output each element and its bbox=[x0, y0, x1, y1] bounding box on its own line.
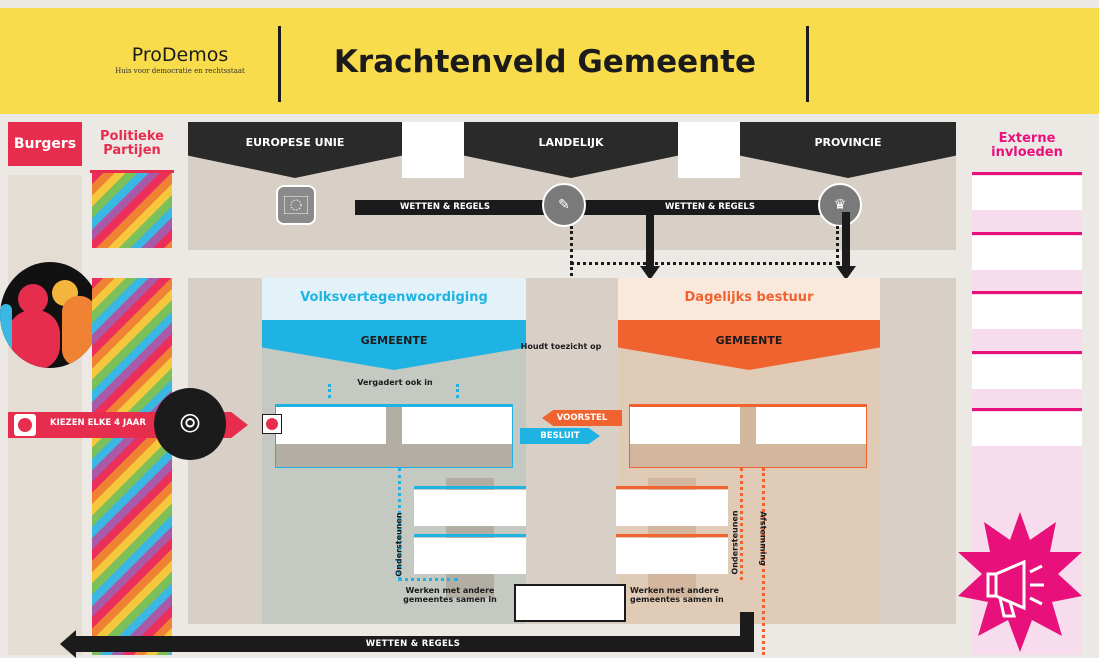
besluit-arrow: BESLUIT bbox=[520, 428, 600, 444]
samen-left-line2: gemeentes samen in bbox=[403, 595, 497, 605]
netherlands-map-icon: ✎ bbox=[542, 183, 586, 227]
column-partijen: Politieke Partijen bbox=[92, 130, 172, 157]
wetten-regels-label-1: WETTEN & REGELS bbox=[400, 202, 490, 212]
logo-text: ProDemos bbox=[131, 44, 229, 66]
column-burgers: Burgers bbox=[8, 122, 82, 166]
arrow-provincie-head bbox=[836, 266, 856, 280]
dagelijks-title: Dagelijks bestuur bbox=[684, 290, 814, 305]
committee-box-2[interactable] bbox=[414, 538, 526, 574]
header-divider-right bbox=[806, 26, 809, 102]
gemeente-raad-label: GEMEENTE bbox=[360, 334, 428, 347]
raad-top-line bbox=[275, 404, 513, 407]
ambt-line-2 bbox=[616, 534, 728, 537]
megaphone-icon bbox=[958, 512, 1082, 652]
levels-gap-1 bbox=[402, 122, 464, 178]
bottom-arrow-head bbox=[60, 630, 76, 658]
extern-line-2 bbox=[972, 291, 1082, 294]
partijen-underline bbox=[90, 170, 174, 173]
extern-gap-3 bbox=[972, 355, 1082, 389]
committee-line-1 bbox=[414, 486, 526, 489]
wetten-regels-label-2: WETTEN & REGELS bbox=[665, 202, 755, 212]
toezicht-dotted-v2 bbox=[836, 226, 839, 264]
samen-left: Werken met andere gemeentes samen in bbox=[390, 586, 510, 604]
extern-line-4 bbox=[972, 408, 1082, 411]
mayor-chain-icon: ⦾ bbox=[154, 388, 226, 460]
partijen-line1: Politieke bbox=[100, 129, 164, 144]
vergadert-label: Vergadert ook in bbox=[357, 378, 433, 387]
province-crest-icon: ♛ bbox=[818, 183, 862, 227]
partijen-stripes-top bbox=[92, 173, 172, 248]
ondersteunen-label-right: Ondersteunen bbox=[730, 510, 740, 575]
column-extern: Externe invloeden bbox=[972, 132, 1082, 159]
afstemming-dots bbox=[762, 468, 765, 655]
samenwerking-box[interactable] bbox=[514, 584, 626, 622]
ambt-box-2[interactable] bbox=[616, 538, 728, 574]
raad-box-right[interactable] bbox=[402, 406, 512, 444]
extern-line2: invloeden bbox=[991, 144, 1063, 160]
college-box-left[interactable] bbox=[630, 406, 740, 444]
extern-line-3 bbox=[972, 351, 1082, 354]
voter-card-small-icon bbox=[262, 414, 282, 434]
samen-right-line1: Werken met andere bbox=[630, 586, 719, 595]
kiezen-label: KIEZEN ELKE 4 JAAR bbox=[50, 418, 146, 428]
arrow-landelijk-head bbox=[640, 266, 660, 280]
ondersteunen-label-left: Ondersteunen bbox=[394, 512, 404, 577]
extern-gap-1 bbox=[972, 236, 1082, 270]
gemeente-college-label: GEMEENTE bbox=[715, 334, 783, 347]
college-box-right[interactable] bbox=[756, 406, 866, 444]
logo-subtext: Huis voor democratie en rechtsstaat bbox=[115, 67, 245, 75]
partijen-line2: Partijen bbox=[103, 142, 161, 158]
ondersteunen-dots-left bbox=[398, 468, 401, 580]
vergadert-dots-r bbox=[456, 384, 459, 398]
ambt-box-1[interactable] bbox=[616, 490, 728, 526]
samen-right-line2: gemeentes samen in bbox=[630, 595, 724, 605]
volks-head-bg bbox=[262, 278, 526, 320]
wetten-regels-top-bar bbox=[355, 200, 845, 215]
citizens-icon bbox=[0, 262, 100, 368]
ondersteunen-dots-right bbox=[740, 468, 743, 580]
extern-line-0 bbox=[972, 172, 1082, 175]
arrow-landelijk-shaft bbox=[646, 212, 654, 270]
samen-left-line1: Werken met andere bbox=[405, 586, 495, 595]
extern-line-1 bbox=[972, 232, 1082, 235]
toezicht-dotted-h bbox=[570, 262, 840, 265]
extern-gap-4 bbox=[972, 412, 1082, 446]
wetten-regels-bottom: WETTEN & REGELS bbox=[72, 636, 754, 652]
eu-flag-icon bbox=[276, 185, 316, 225]
header-divider-left bbox=[278, 26, 281, 102]
voorstel-arrow: VOORSTEL bbox=[542, 410, 622, 426]
committee-line-2 bbox=[414, 534, 526, 537]
afstemming-label: Afstemming bbox=[758, 511, 768, 566]
samen-right: Werken met andere gemeentes samen in bbox=[630, 586, 740, 604]
bottom-arrow-stem bbox=[740, 612, 754, 642]
raad-box-left[interactable] bbox=[276, 406, 386, 444]
header-banner bbox=[0, 8, 1099, 114]
extern-line1: Externe bbox=[998, 131, 1056, 146]
committee-box-1[interactable] bbox=[414, 490, 526, 526]
extern-gap-0 bbox=[972, 176, 1082, 210]
toezicht-connector: Houdt toezicht op bbox=[506, 334, 616, 353]
voter-card-icon bbox=[14, 414, 36, 436]
levels-gap-2 bbox=[678, 122, 740, 178]
dagelijks-head-bg bbox=[618, 278, 880, 320]
volks-title: Volksvertegenwoordiging bbox=[300, 290, 488, 305]
partijen-stripes-bottom bbox=[92, 278, 172, 655]
toezicht-label: Houdt toezicht op bbox=[520, 342, 602, 351]
page-title: Krachtenveld Gemeente bbox=[333, 44, 757, 80]
vergadert-dots-l bbox=[328, 384, 331, 398]
college-top-line bbox=[629, 404, 867, 407]
extern-gap-2 bbox=[972, 295, 1082, 329]
prodemos-logo[interactable]: ProDemos Huis voor democratie en rechtss… bbox=[100, 44, 260, 75]
ondersteunen-dots-left-h bbox=[398, 578, 458, 581]
arrow-provincie-shaft bbox=[842, 212, 850, 270]
ambt-line-1 bbox=[616, 486, 728, 489]
